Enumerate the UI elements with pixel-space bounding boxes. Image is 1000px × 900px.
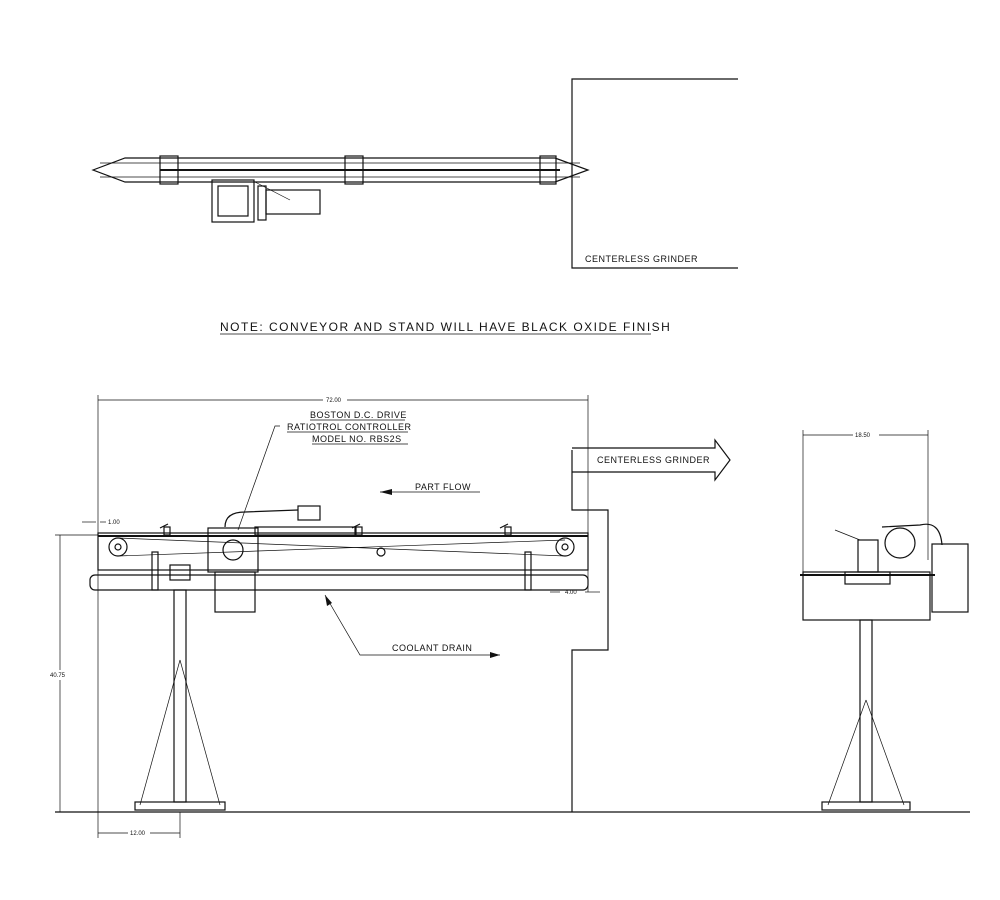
motor-side [214,571,256,613]
grinder-arrow [572,438,731,482]
dim-end-width: 18.50 [855,433,871,439]
end-view: 18.50 [800,430,969,811]
dim-overall-length: 72.00 [326,398,342,404]
end-table [802,571,931,621]
drive-label-line3: MODEL NO. RBS2S [312,434,402,444]
side-view: 72.00 BOSTON D.C. DRIVE RATIOTROL CONTRO… [50,395,970,838]
grinder-top-outline [571,78,738,269]
gearbox-top [211,179,255,223]
grinder-side-outline [571,450,609,812]
conveyor-frame [97,532,589,571]
dim-pan-offset: 4.00 [565,590,577,596]
gearbox-side [207,527,259,573]
part-flow-label: PART FLOW [415,482,471,492]
coolant-drain-label: COOLANT DRAIN [392,643,472,653]
finish-note: NOTE: CONVEYOR AND STAND WILL HAVE BLACK… [220,320,671,334]
drive-label-line1: BOSTON D.C. DRIVE [310,410,407,420]
grinder-label-side: CENTERLESS GRINDER [597,455,710,465]
dim-height: 40.75 [50,673,66,679]
top-view: CENTERLESS GRINDER [91,78,738,269]
stand-column [173,589,187,803]
controller-box [931,543,969,613]
motor-top [265,189,321,215]
dim-stand-offset: 12.00 [130,831,146,837]
grinder-label-top: CENTERLESS GRINDER [585,254,698,264]
dim-end-offset: 1.00 [108,520,120,526]
drive-label-line2: RATIOTROL CONTROLLER [287,422,412,432]
coolant-pan [89,574,589,591]
